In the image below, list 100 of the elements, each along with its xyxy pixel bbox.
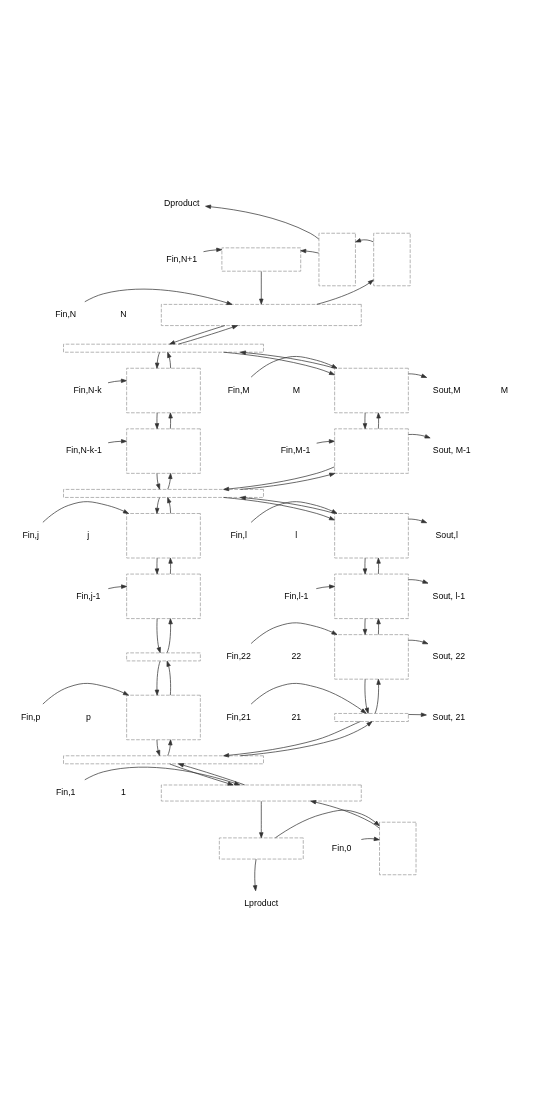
node-text: Fin,N-k (73, 384, 102, 395)
node-box (218, 837, 304, 859)
arrow (240, 495, 336, 514)
arrow (107, 378, 127, 383)
arrow (362, 617, 368, 635)
node-text: Fin,M-1 (280, 444, 311, 455)
arrow (178, 324, 238, 344)
node-text: Sout, l-1 (432, 590, 466, 601)
arrow (374, 678, 381, 714)
arrow (154, 557, 160, 574)
arrow (364, 678, 369, 714)
label: j (87, 529, 90, 540)
node-box (126, 694, 201, 740)
arrow (223, 496, 335, 520)
arrow (250, 682, 367, 714)
arrow (223, 351, 335, 375)
arrow (166, 660, 171, 696)
arrow (167, 472, 173, 490)
arrow (362, 557, 368, 574)
label: 1 (120, 786, 126, 797)
arrow (223, 720, 361, 757)
node-text: Fin,22 (226, 650, 251, 661)
arrow (355, 237, 374, 242)
arrow (316, 279, 374, 305)
node-text: Fin,N (55, 308, 77, 319)
node-text: Fin,M (227, 384, 250, 395)
arrow (362, 412, 368, 429)
arrow (259, 270, 264, 305)
arrow (107, 583, 127, 589)
node-text: Dproduct (163, 197, 200, 208)
arrow (360, 836, 380, 841)
label: p (85, 711, 91, 722)
node-text: Fin,N+1 (166, 253, 198, 264)
arrow (408, 433, 431, 438)
node-box (160, 303, 362, 326)
arrow (107, 438, 127, 443)
node-text: Fin,p (20, 711, 41, 722)
node-box (126, 367, 201, 413)
node-text: Fin,l (230, 529, 247, 540)
arrow (166, 617, 173, 653)
arrow (84, 766, 241, 785)
node-box (373, 232, 411, 286)
arrow (240, 350, 336, 369)
arrow (310, 799, 380, 828)
arrow (240, 720, 373, 756)
node-box (126, 573, 201, 619)
arrow (154, 412, 160, 429)
arrow (156, 617, 161, 653)
node-text: Lproduct (244, 897, 279, 908)
arrow (275, 809, 380, 838)
node-box (221, 246, 302, 272)
arrow (300, 248, 320, 253)
arrow (178, 762, 246, 785)
node-box (318, 232, 356, 286)
arrow (223, 465, 335, 491)
node-text: Sout, M-1 (432, 444, 471, 455)
arrow (42, 500, 129, 523)
arrow (252, 858, 258, 891)
node-text: Fin,l-1 (284, 590, 309, 601)
arrow (155, 496, 160, 514)
arrow (250, 355, 338, 377)
arrow (240, 472, 336, 490)
node-box (334, 573, 409, 619)
arrow (408, 639, 429, 644)
node-text: Sout, 22 (432, 650, 466, 661)
node-box (160, 784, 362, 801)
node-box (334, 633, 409, 680)
arrow (315, 583, 335, 589)
arrow (259, 800, 264, 838)
arrow (167, 351, 172, 369)
node-text: Sout, 21 (432, 711, 466, 722)
arrow (205, 204, 320, 239)
arrow (167, 496, 172, 514)
node-box (126, 652, 201, 661)
node-text: Fin,21 (226, 711, 251, 722)
node-box (126, 512, 201, 558)
node-text: Fin,0 (331, 842, 352, 853)
arrow (250, 500, 338, 523)
arrow (376, 617, 381, 635)
arrow (154, 660, 161, 696)
node-text: Sout,M (432, 384, 461, 395)
label: 22 (291, 650, 302, 661)
arrow (42, 682, 129, 704)
node-box (126, 427, 201, 474)
label: N (120, 308, 127, 319)
label: M (500, 384, 508, 395)
node-box (334, 427, 409, 474)
arrow (155, 351, 160, 369)
label: 21 (291, 711, 302, 722)
arrow (250, 621, 338, 644)
node-box (334, 512, 409, 558)
node-text: Fin,j (22, 529, 39, 540)
arrow (376, 557, 381, 574)
arrow (168, 557, 173, 574)
arrow (408, 712, 427, 717)
arrow (169, 763, 234, 786)
arrow (203, 247, 223, 252)
arrow (156, 738, 161, 756)
label: M (292, 384, 300, 395)
arrow (167, 738, 173, 756)
